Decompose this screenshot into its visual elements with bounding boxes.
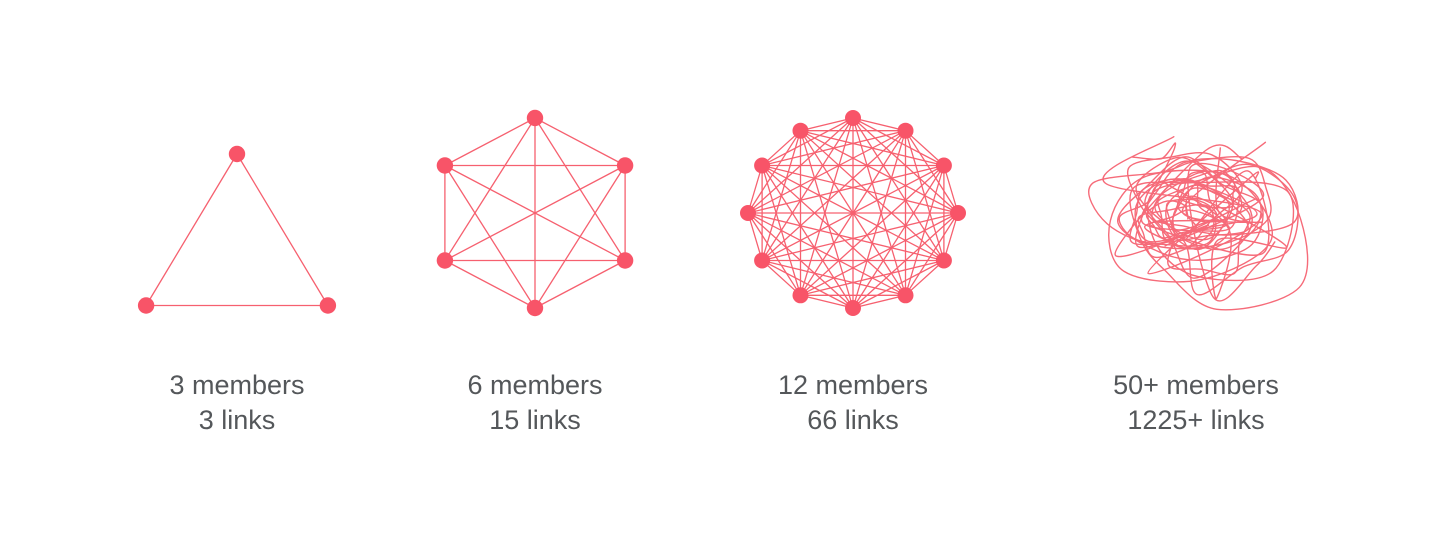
network-panel-12-members: 12 members 66 links: [713, 84, 993, 438]
network-link: [905, 260, 945, 296]
network-link: [800, 130, 959, 214]
network-link: [534, 259, 626, 309]
network-link: [800, 130, 945, 167]
network-link: [747, 212, 802, 296]
tangled-link-scribble: [1102, 136, 1263, 275]
network-node: [897, 122, 914, 139]
network-link: [761, 165, 906, 296]
network-node: [616, 252, 634, 269]
network-link: [800, 130, 945, 261]
tangled-link-scribble: [1149, 170, 1270, 256]
network-node: [792, 287, 809, 304]
links-label: 66 links: [807, 405, 899, 435]
network-link: [943, 165, 959, 214]
network-link: [799, 117, 854, 296]
tangled-link-scribble: [1181, 141, 1267, 224]
network-panel-6-members: 6 members 15 links: [395, 84, 675, 438]
members-label: 6 members: [467, 370, 603, 400]
caption: 12 members 66 links: [713, 368, 993, 438]
members-label: 50+ members: [1113, 370, 1279, 400]
twelve-node-network-graph: [740, 110, 966, 316]
network-link: [747, 165, 763, 214]
network-link: [761, 130, 906, 261]
tangled-link-scribble: [1164, 182, 1288, 300]
network-node: [526, 109, 544, 127]
network-link: [761, 130, 801, 166]
tangled-link-scribble: [1131, 142, 1256, 249]
network-link: [761, 164, 959, 214]
network-link: [236, 153, 329, 306]
network-link: [761, 259, 854, 309]
network-node: [935, 157, 952, 174]
network-node: [754, 157, 771, 174]
tangled-link-scribble: [1088, 156, 1272, 250]
network-panel-50-plus-members: 50+ members 1225+ links: [1056, 84, 1336, 438]
network-node: [950, 205, 966, 221]
network-link: [444, 117, 536, 167]
tangled-link-scribble: [1117, 156, 1264, 261]
tangled-link-scribble: [1137, 204, 1215, 259]
network-node: [935, 252, 952, 269]
network-link: [747, 130, 802, 214]
tangled-link-scribble: [1129, 178, 1249, 246]
network-link: [852, 294, 906, 309]
network-link: [444, 259, 536, 309]
network-node: [436, 252, 454, 269]
network-link: [943, 212, 959, 261]
network-link: [799, 130, 907, 296]
tangled-link-scribble: [1164, 162, 1276, 302]
network-link: [761, 165, 802, 296]
tangled-link-scribble: [1114, 144, 1243, 258]
network-link: [761, 165, 854, 309]
network-node: [754, 252, 771, 269]
network-link: [761, 212, 959, 262]
members-label: 3 members: [169, 370, 305, 400]
network-node: [845, 110, 861, 126]
network-node: [228, 145, 246, 163]
network-panel-3-members: 3 members 3 links: [97, 84, 377, 438]
network-node: [897, 287, 914, 304]
members-label: 12 members: [777, 370, 929, 400]
network-link: [444, 164, 626, 262]
network-link: [747, 164, 945, 214]
network-link: [800, 165, 945, 296]
network-node: [319, 297, 337, 314]
network-link: [800, 294, 854, 309]
network-link: [905, 130, 945, 166]
tangled-scribble-network-graph: [1088, 136, 1309, 311]
links-label: 15 links: [489, 405, 581, 435]
network-node: [845, 300, 861, 316]
caption: 6 members 15 links: [395, 368, 675, 438]
tangled-link-scribble: [1154, 163, 1299, 296]
network-link: [444, 165, 536, 309]
links-label: 3 links: [198, 405, 276, 435]
network-link: [852, 130, 907, 309]
network-node: [436, 157, 454, 174]
network-link: [747, 212, 763, 261]
tangled-link-scribble: [1171, 176, 1262, 251]
network-link: [747, 212, 906, 296]
network-link: [145, 153, 238, 306]
network-link: [747, 212, 945, 262]
triangle-network-graph: [137, 145, 337, 314]
network-link: [534, 117, 626, 167]
network-node: [740, 205, 756, 221]
network-link: [852, 117, 907, 296]
network-link: [761, 260, 801, 296]
caption: 3 members 3 links: [97, 368, 377, 438]
network-node: [792, 122, 809, 139]
links-label: 1225+ links: [1127, 405, 1265, 435]
network-link: [852, 117, 906, 132]
network-node: [526, 299, 544, 317]
hexagon-network-graph: [436, 109, 634, 317]
tangled-link-scribble: [1108, 169, 1274, 283]
network-link: [761, 130, 802, 261]
network-link: [799, 130, 854, 309]
network-node: [616, 157, 634, 174]
network-link: [800, 117, 854, 132]
caption: 50+ members 1225+ links: [1056, 368, 1336, 438]
network-node: [137, 297, 155, 314]
